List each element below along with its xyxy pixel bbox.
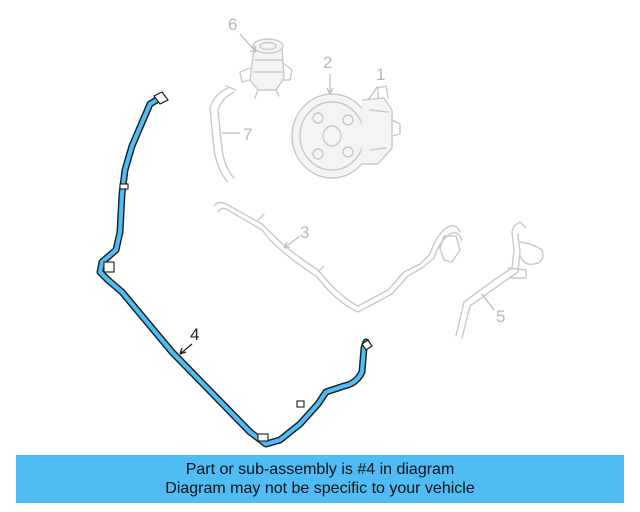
- leader-1: [367, 85, 379, 101]
- leader-6: [239, 33, 257, 53]
- leader-4: [179, 343, 193, 355]
- part-7-hose[interactable]: [209, 85, 237, 183]
- part-5-return-hose[interactable]: [455, 221, 544, 339]
- banner-line-2: Diagram may not be specific to your vehi…: [165, 480, 475, 497]
- callout-6: 6: [228, 15, 237, 34]
- callout-3: 3: [300, 223, 309, 242]
- callout-1: 1: [376, 65, 385, 84]
- part-4-hose-body: [97, 95, 369, 447]
- info-banner: Part or sub-assembly is #4 in diagram Di…: [16, 455, 624, 503]
- callout-2: 2: [323, 53, 332, 72]
- parts-diagram: 6 7 2 1 3: [96, 15, 544, 448]
- leader-3: [283, 235, 301, 249]
- callout-7: 7: [243, 125, 252, 144]
- banner-line-1: Part or sub-assembly is #4 in diagram: [185, 461, 455, 478]
- leader-5: [481, 293, 495, 311]
- part-2-pulley[interactable]: [291, 93, 373, 179]
- part-4-hose-assembly[interactable]: [96, 91, 373, 448]
- callout-5: 5: [496, 307, 505, 326]
- part-3-pressure-line[interactable]: [213, 201, 463, 313]
- callout-4: 4: [190, 325, 199, 344]
- part-6-reservoir[interactable]: [239, 38, 293, 99]
- part-1-pump[interactable]: [361, 85, 401, 165]
